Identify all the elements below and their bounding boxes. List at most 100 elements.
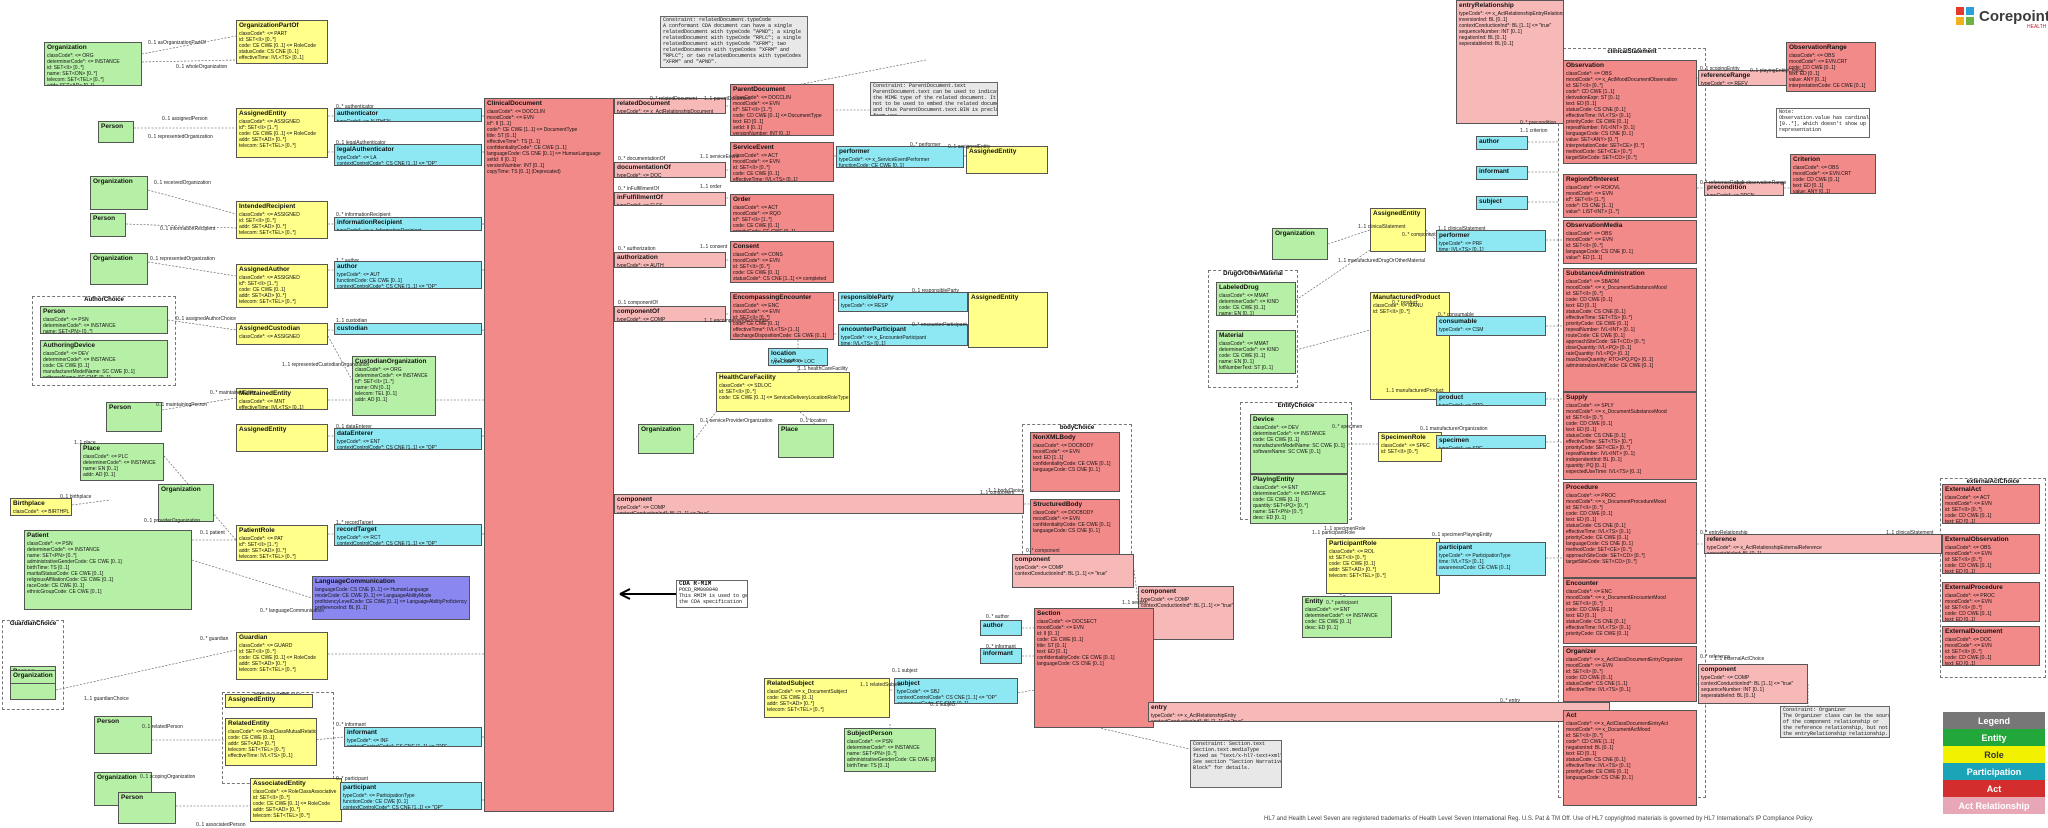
class-attribute: telecom: SET<TEL> [0..*] xyxy=(239,667,296,673)
class-attribute: targetSiteCode: SET<CD> [0..*] xyxy=(1566,559,1637,565)
multiplicity-label: 0..1 birthplace xyxy=(60,494,92,500)
note-line: from use. xyxy=(873,113,901,116)
class-attribute: maritalStatusCode: CE CWE [0..1] xyxy=(27,571,104,577)
association-line xyxy=(327,335,353,381)
class-attribute: name: SET<PN> [0..*] xyxy=(43,329,93,334)
class-attribute: priorityCode: CE CWE [0..1] xyxy=(1566,535,1629,541)
class-attribute: classCode*: <= PSN xyxy=(27,541,73,547)
multiplicity-label: 0..* languageCommunication xyxy=(260,608,325,614)
class-attribute: id: SET<II> [0..*] xyxy=(47,65,84,71)
class-title: LabeledDrug xyxy=(1219,284,1259,291)
multiplicity-label: 0..* reference xyxy=(1700,654,1731,660)
note-line: the CDA specification xyxy=(679,599,743,605)
class-attribute: typeCode*: <= x_ActRelationshipEntryRela… xyxy=(1459,11,1564,17)
multiplicity-label: 0..1 playingEntityChoice xyxy=(1750,68,1804,74)
class-title: AssignedEntity xyxy=(239,426,287,433)
class-title: Organization xyxy=(641,426,681,433)
multiplicity-label: 1..1 specimenRole xyxy=(1324,526,1366,532)
class-attribute: id*: SET<II> [1..*] xyxy=(239,125,278,131)
class-attribute: code*: CD CWE [1..1] xyxy=(1566,89,1615,95)
multiplicity-label: 1..1 consent xyxy=(700,244,728,250)
multiplicity-label: 1..1 section xyxy=(1122,600,1148,606)
class-title: AssignedEntity xyxy=(971,294,1019,301)
class-attribute: moodCode*: <= EVN.CRT xyxy=(1789,59,1848,65)
multiplicity-label: 0..1 serviceProviderOrganization xyxy=(700,418,773,424)
association-line xyxy=(71,499,111,506)
class-title: AssignedEntity xyxy=(239,110,287,117)
class-title: Place xyxy=(781,426,798,433)
class-attribute: typeCode*: <= COMP xyxy=(617,317,666,322)
class-title: ManufacturedProduct xyxy=(1373,294,1441,301)
class-attribute: code: CE CWE [0..1] xyxy=(1219,305,1266,311)
multiplicity-label: 1..1 externalActChoice xyxy=(1714,656,1765,662)
multiplicity-label: 0..1 subject xyxy=(892,668,918,674)
class-attribute: code: CE CWE [0..1] xyxy=(228,735,275,741)
class-attribute: priorityCode: CE CWE [0..1] xyxy=(1566,119,1629,125)
class-attribute: text: ED [0..1] xyxy=(1945,661,1976,666)
class-attribute: time: IVL<TS> [0..1] xyxy=(1439,247,1484,252)
class-title: component xyxy=(1015,556,1051,563)
class-attribute: classCode*: <= PSN xyxy=(847,739,893,745)
class-title: ExternalProcedure xyxy=(1945,584,2003,591)
class-attribute: code: CE CWE [0..1] xyxy=(239,287,286,293)
class-title: Person xyxy=(97,718,120,725)
class-title: AssignedAuthor xyxy=(239,266,290,273)
class-organization-6: Organization xyxy=(90,176,148,210)
class-attribute: determinerCode*: <= INSTANCE xyxy=(1305,613,1378,619)
multiplicity-label: 0..1 dataEnterer xyxy=(336,424,372,430)
multiplicity-label: 0..* documentationOf xyxy=(618,156,665,162)
class-attribute: telecom: SET<TEL> [0..*] xyxy=(767,707,824,713)
class-attribute: code: CE CWE [0..1] <= ServiceDeliveryLo… xyxy=(719,395,849,401)
class-attribute: classCode*: <= SDLOC xyxy=(719,383,772,389)
note-line: CDA R-MIM xyxy=(679,580,712,587)
class-title: Section xyxy=(1037,610,1061,617)
class-attribute: desc: ED [0..1] xyxy=(1305,625,1338,631)
association-line xyxy=(1295,249,1371,301)
class-title: AssignedEntity xyxy=(969,148,1017,155)
class-subject-90: subject xyxy=(1476,196,1528,210)
class-title: Person xyxy=(109,404,132,411)
class-attribute: classCode*: <= MANU xyxy=(1373,303,1424,309)
class-attribute: languageCode: CS CNE [0..1] xyxy=(1033,528,1100,534)
corepoint-logo: Corepoint HEALTH xyxy=(1955,6,2048,32)
multiplicity-label: 0..1 scopingOrganization xyxy=(140,774,196,780)
class-attribute: code: CE CWE [0..1] <= RoleCode xyxy=(239,131,316,137)
class-attribute: typeCode*: <= COMP xyxy=(617,505,666,511)
class-title: ObservationMedia xyxy=(1566,222,1623,229)
class-attribute: classCode*: <= MNT xyxy=(239,399,286,405)
note-line: Constraint: ParentDocument.text xyxy=(873,83,967,89)
class-attribute: moodCode*: <= x_DocumentSubstanceMood xyxy=(1566,285,1667,291)
class-attribute: religiousAffiliationCode: CE CWE [0..1] xyxy=(27,577,114,583)
class-attribute: telecom: SET<TEL> [0..*] xyxy=(239,554,296,560)
class-attribute: typeCode*: <= AUTHEN xyxy=(337,119,391,122)
class-attribute: typeCode*: <= x_ActRelationshipEntry xyxy=(1151,713,1237,719)
class-attribute: code: CD CWE [0..1] xyxy=(1789,65,1836,71)
class-attribute: desc: ED [0..1] xyxy=(1253,515,1286,521)
class-attribute: moodCode*: <= RQO xyxy=(733,211,781,217)
class-title: MaintainedEntity xyxy=(239,390,292,397)
multiplicity-label: 1..1 serviceEvent xyxy=(700,154,739,160)
class-attribute: ethnicGroupCode: CE CWE [0..1] xyxy=(27,589,102,595)
multiplicity-label: 1..1 custodian xyxy=(336,318,368,324)
association-line xyxy=(1133,569,1139,601)
class-attribute: id*: SET<II> [1..*] xyxy=(239,542,278,548)
class-attribute: moodCode*: <= EVN xyxy=(1945,501,1992,507)
class-title: Entity xyxy=(1305,598,1324,605)
corepoint-logo-mark-icon xyxy=(1956,7,1974,25)
class-attribute: moodCode*: <= x_DocumentSubstanceMood xyxy=(1566,409,1667,415)
class-attribute: classCode*: <= ASSIGNED xyxy=(239,212,300,218)
association-line xyxy=(125,223,237,229)
